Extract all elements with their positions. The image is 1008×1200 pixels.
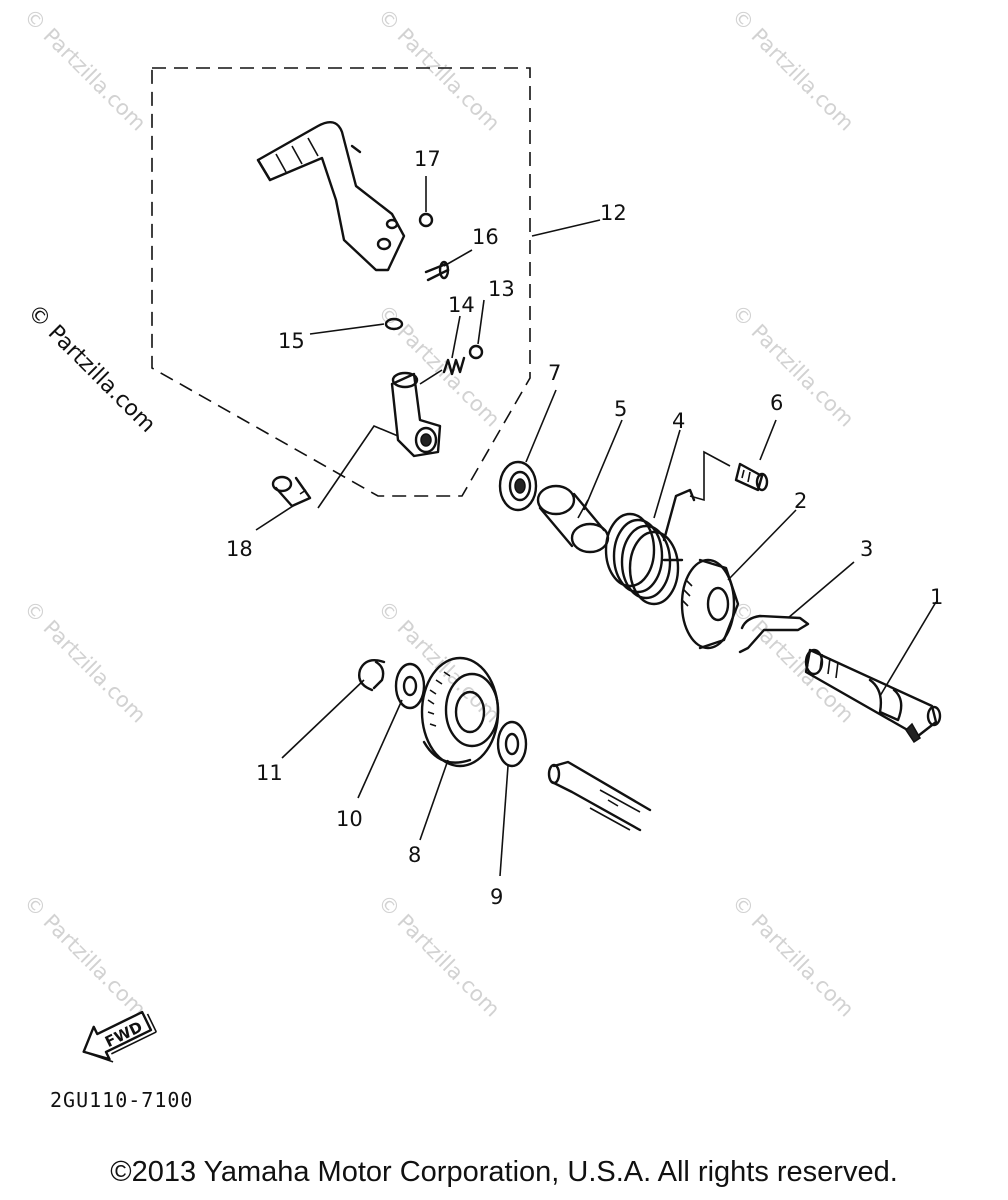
- kick-gear-8: [420, 656, 500, 768]
- clip-3: [738, 614, 810, 654]
- callout-16: 16: [472, 225, 499, 249]
- bolt-16: [424, 260, 450, 282]
- bolt-18: [271, 475, 312, 508]
- callout-labels: 1 2 3 4 5 6 7 8 9 10 11 12 13 14 15 16 1…: [226, 147, 943, 909]
- callout-17: 17: [414, 147, 441, 171]
- kick-shaft-1: [804, 648, 942, 744]
- callout-14: 14: [448, 293, 475, 317]
- fwd-arrow-icon: FWD: [82, 1010, 158, 1063]
- callout-2: 2: [794, 489, 807, 513]
- callout-5: 5: [614, 397, 627, 421]
- callout-6: 6: [770, 391, 783, 415]
- spring-4: [604, 488, 696, 606]
- callout-11: 11: [256, 761, 283, 785]
- kick-lever: [256, 120, 406, 272]
- callout-4: 4: [672, 409, 685, 433]
- bearing-7: [498, 460, 538, 512]
- callout-10: 10: [336, 807, 363, 831]
- callout-18: 18: [226, 537, 253, 561]
- washer-10: [394, 662, 426, 710]
- leader-lines: [255, 176, 937, 877]
- callout-3: 3: [860, 537, 873, 561]
- bush-5: [536, 484, 610, 554]
- assembly-dashed-outline: [151, 67, 531, 497]
- circlip-11: [358, 659, 386, 692]
- copyright-footer: ©2013 Yamaha Motor Corporation, U.S.A. A…: [110, 1156, 898, 1188]
- fwd-label: FWD: [102, 1018, 145, 1051]
- callout-12: 12: [600, 201, 627, 225]
- callout-7: 7: [548, 361, 561, 385]
- lever-boss: [390, 371, 442, 458]
- clip-17: [418, 212, 434, 228]
- callout-8: 8: [408, 843, 421, 867]
- ratchet-2: [680, 558, 740, 650]
- ball-13: [468, 344, 484, 360]
- callout-1: 1: [930, 585, 943, 609]
- spring-14: [442, 356, 466, 376]
- axle-shaft: [547, 760, 652, 832]
- callout-9: 9: [490, 885, 503, 909]
- ring-15: [384, 317, 404, 331]
- callout-15: 15: [278, 329, 305, 353]
- washer-9: [496, 720, 528, 768]
- diagram-code: 2GU110-7100: [50, 1088, 194, 1112]
- callout-13: 13: [488, 277, 515, 301]
- pin-6: [734, 462, 769, 492]
